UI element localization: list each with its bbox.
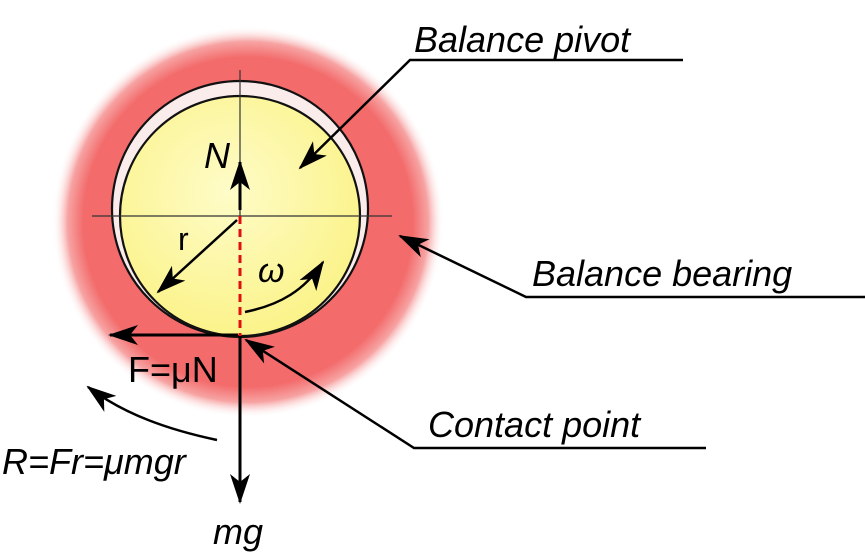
balance-bearing-label: Balance bearing <box>532 253 792 294</box>
radius-label: r <box>178 221 189 257</box>
angular-velocity-label: ω <box>258 252 284 290</box>
contact-point-label: Contact point <box>428 404 642 445</box>
bearing-leader-line <box>398 234 865 299</box>
resisting-torque-arrow <box>86 385 218 442</box>
angular-velocity-arrow <box>244 260 325 314</box>
weight-label: mg <box>213 511 263 552</box>
pivot-leader-line <box>298 58 683 170</box>
radius-arrow <box>156 219 238 294</box>
friction-force-label: F=μN <box>128 349 218 390</box>
contact-leader-line <box>244 338 706 450</box>
normal-force-label: N <box>204 135 231 176</box>
resisting-torque-label: R=Fr=μmgr <box>2 441 188 482</box>
balance-pivot-label: Balance pivot <box>414 19 632 60</box>
